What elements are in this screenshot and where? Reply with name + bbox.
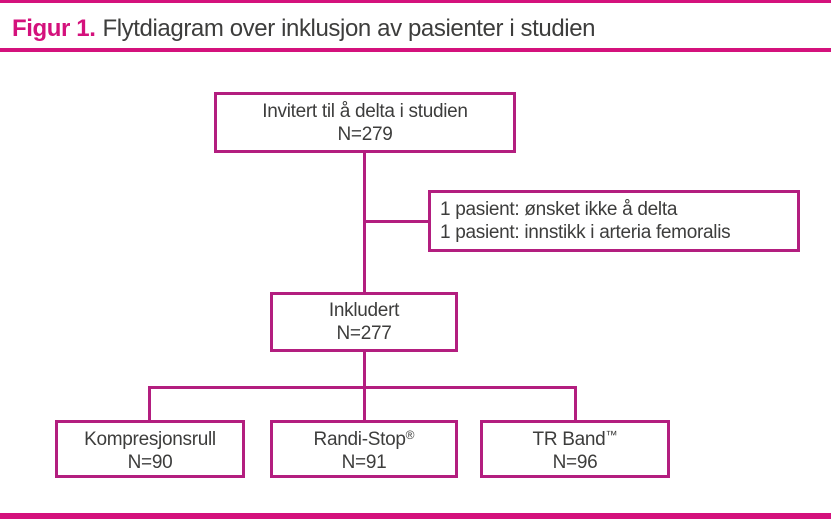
node-invited: Invitert til å delta i studien N=279 xyxy=(214,92,516,153)
node-included-count: N=277 xyxy=(336,323,392,344)
figure-title-text: Flytdiagram over inklusjon av pasienter … xyxy=(102,15,596,42)
figure-label: Figur 1. xyxy=(12,15,96,42)
top-rule xyxy=(0,0,831,3)
connector-invited-to-included xyxy=(363,152,366,292)
node-arm-randi-stop-label: Randi-Stop® xyxy=(314,424,415,451)
title-underline-rule xyxy=(0,48,831,52)
node-invited-count: N=279 xyxy=(337,123,393,145)
connector-split-horizontal xyxy=(148,386,577,389)
arm-name: Kompresjonsrull xyxy=(84,429,216,450)
arm-name: Randi-Stop xyxy=(313,429,406,450)
node-included: Inkludert N=277 xyxy=(270,292,458,352)
connector-drop-arm-1 xyxy=(363,388,366,420)
node-arm-kompresjonsrull-label: Kompresjonsrull xyxy=(84,424,216,451)
node-arm-randi-stop-count: N=91 xyxy=(341,452,387,473)
node-arm-tr-band-count: N=96 xyxy=(552,452,598,473)
node-arm-kompresjonsrull-count: N=90 xyxy=(127,452,173,473)
connector-branch-to-excluded xyxy=(365,220,428,223)
arm-name: TR Band xyxy=(532,429,606,450)
figure-title: Figur 1.Flytdiagram over inklusjon av pa… xyxy=(12,15,596,43)
node-arm-randi-stop: Randi-Stop® N=91 xyxy=(270,420,458,478)
node-excluded-line-2: 1 pasient: innstikk i arteria femoralis xyxy=(440,222,731,243)
connector-drop-arm-2 xyxy=(574,388,577,420)
node-arm-kompresjonsrull: Kompresjonsrull N=90 xyxy=(55,420,245,478)
node-excluded-line-1: 1 pasient: ønsket ikke å delta xyxy=(440,199,678,220)
arm-trademark: ® xyxy=(405,428,415,442)
node-invited-label: Invitert til å delta i studien xyxy=(262,100,468,122)
bottom-rule xyxy=(0,513,831,519)
node-included-label: Inkludert xyxy=(328,300,400,321)
node-excluded: 1 pasient: ønsket ikke å delta 1 pasient… xyxy=(428,190,800,252)
node-arm-tr-band: TR Band™ N=96 xyxy=(480,420,670,478)
connector-drop-arm-0 xyxy=(148,388,151,420)
connector-included-to-split xyxy=(363,351,366,388)
arm-trademark: ™ xyxy=(605,428,618,442)
node-arm-tr-band-label: TR Band™ xyxy=(533,424,618,451)
